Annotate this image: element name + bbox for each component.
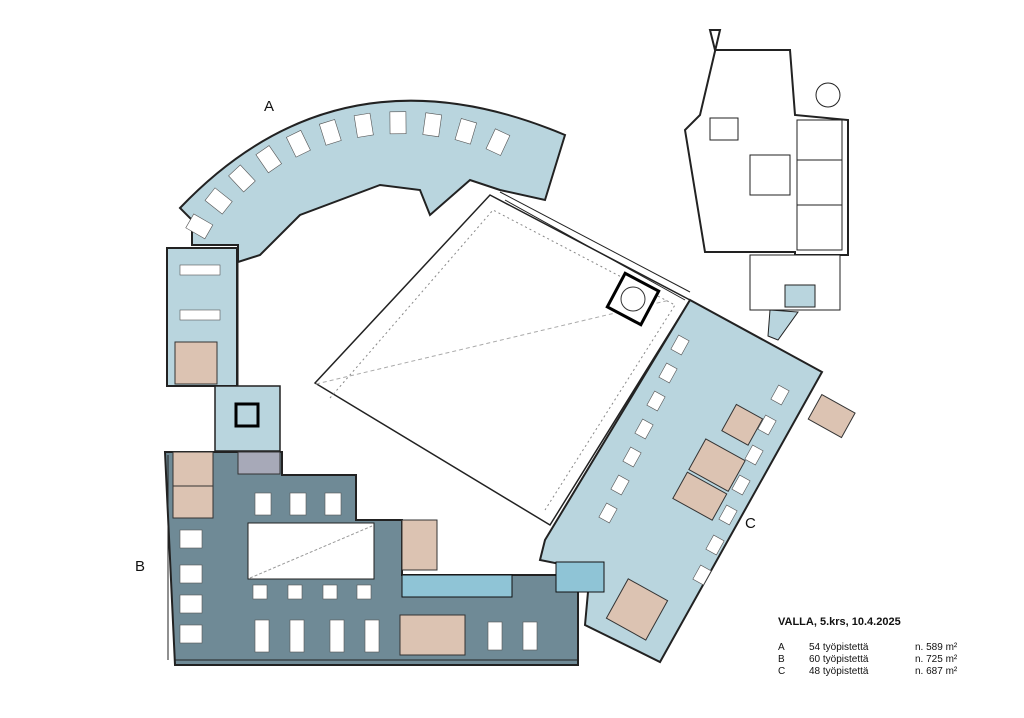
zone-label-c: C — [745, 515, 756, 532]
zone-label-b: B — [135, 558, 145, 575]
desk-cluster — [487, 621, 503, 651]
desk-cluster — [364, 619, 380, 653]
desk-cluster — [287, 584, 303, 600]
legend-title: VALLA, 5.krs, 10.4.2025 — [778, 616, 901, 628]
legend-workstations: 48 työpistettä — [809, 666, 869, 677]
legend-workstations: 60 työpistettä — [809, 654, 869, 665]
desk-cluster — [179, 529, 203, 549]
desk-cluster — [322, 584, 338, 600]
desk-cluster — [204, 187, 233, 215]
desk-cluster — [179, 594, 203, 614]
desk-cluster — [185, 213, 214, 240]
desk-cluster — [646, 390, 666, 412]
desk-cluster — [353, 112, 374, 138]
meeting-room — [401, 519, 438, 571]
desk-cluster — [692, 564, 712, 586]
legend: VALLA, 5.krs, 10.4.2025 A 54 työpistettä… — [778, 616, 995, 678]
legend-zone: A — [778, 642, 785, 653]
legend-row: C 48 työpistettä n. 687 m² — [778, 666, 995, 678]
desk-cluster — [254, 619, 270, 653]
zone-c — [538, 298, 824, 664]
meeting-room — [399, 614, 466, 656]
desk-cluster — [744, 444, 764, 466]
desk-cluster — [522, 621, 538, 651]
desk-cluster — [318, 119, 342, 146]
legend-area: n. 725 m² — [915, 654, 958, 665]
desk-cluster — [757, 414, 777, 436]
desk-cluster — [289, 619, 305, 653]
elevator — [234, 402, 260, 428]
desk-cluster — [228, 164, 256, 193]
desk-cluster — [622, 446, 642, 468]
meeting-room — [172, 485, 214, 519]
light-well — [247, 522, 375, 580]
legend-workstations: 54 työpistettä — [809, 642, 869, 653]
stair-icon — [815, 82, 841, 108]
desk-cluster — [289, 492, 307, 516]
legend-row: A 54 työpistettä n. 589 m² — [778, 642, 995, 654]
desk-cluster — [255, 145, 282, 174]
desk-cluster — [770, 384, 790, 406]
desk-cluster — [179, 309, 221, 321]
legend-area: n. 589 m² — [915, 642, 958, 653]
desk-cluster — [634, 418, 654, 440]
desk-cluster — [324, 492, 342, 516]
desk-cluster — [356, 584, 372, 600]
desk-cluster — [705, 534, 725, 556]
desk-cluster — [179, 264, 221, 276]
desk-cluster — [718, 504, 738, 526]
desk-cluster — [485, 128, 511, 156]
core-lobby — [214, 385, 281, 452]
desk-cluster — [731, 474, 751, 496]
toilets — [555, 561, 605, 593]
legend-row: B 60 työpistettä n. 725 m² — [778, 654, 995, 666]
legend-zone: C — [778, 666, 786, 677]
zone-c-rooms — [605, 393, 856, 641]
legend-zone: B — [778, 654, 785, 665]
desk-cluster — [179, 564, 203, 584]
service-room — [237, 451, 281, 475]
desk-cluster — [252, 584, 268, 600]
desk-cluster — [610, 474, 630, 496]
legend-area: n. 687 m² — [915, 666, 958, 677]
meeting-room — [172, 451, 214, 487]
desk-cluster — [254, 492, 272, 516]
desk-cluster — [658, 362, 678, 384]
desk-cluster — [670, 334, 690, 356]
desk-cluster — [389, 111, 407, 135]
desk-cluster — [179, 624, 203, 644]
desk-cluster — [454, 118, 477, 145]
zone-label-a: A — [264, 98, 274, 115]
desk-cluster — [598, 502, 618, 524]
desk-cluster — [285, 129, 311, 158]
desk-cluster — [422, 112, 443, 138]
meeting-room — [174, 341, 218, 385]
toilets — [401, 574, 513, 598]
spiral-stair — [605, 271, 661, 327]
desk-cluster — [329, 619, 345, 653]
